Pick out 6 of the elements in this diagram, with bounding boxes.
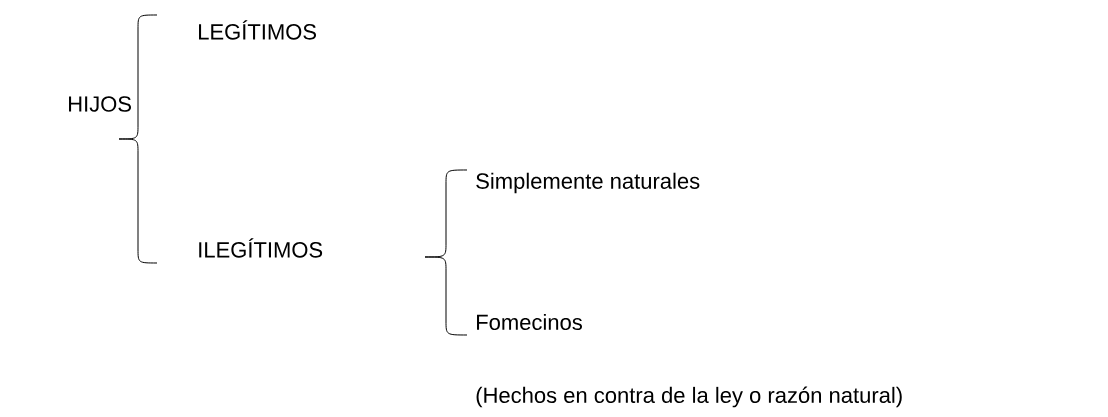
node-label: Fomecinos bbox=[477, 313, 582, 331]
node-label: LEGÍTIMOS bbox=[199, 20, 316, 40]
note-text: (Hechos en contra de la ley o razón natural) bbox=[476, 386, 902, 408]
node-label: ILEGÍTIMOS bbox=[199, 238, 323, 258]
node-label: HIJOS bbox=[69, 96, 131, 112]
node-label: Simplemente naturales bbox=[476, 172, 700, 194]
